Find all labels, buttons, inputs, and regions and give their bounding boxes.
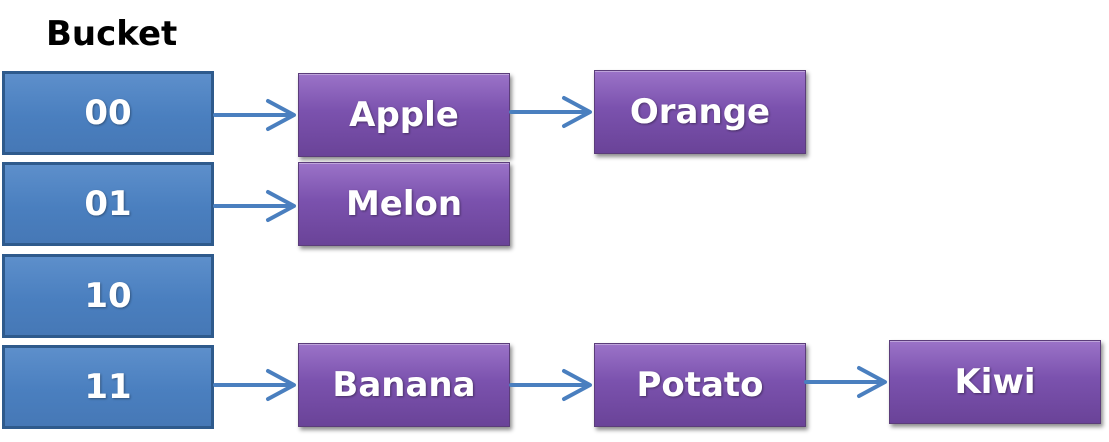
arrow-00-apple [213,99,296,131]
bucket-01: 01 [2,162,214,246]
arrow-apple-orange [509,96,592,128]
node-kiwi: Kiwi [889,340,1101,424]
bucket-00: 00 [2,71,214,155]
arrow-11-banana [213,369,296,401]
bucket-11: 11 [2,345,214,429]
node-orange: Orange [594,70,806,154]
node-melon: Melon [298,162,510,246]
node-apple: Apple [298,73,510,157]
node-banana: Banana [298,343,510,427]
bucket-10: 10 [2,254,214,338]
arrow-potato-kiwi [804,366,887,398]
arrow-banana-potato [509,369,592,401]
bucket-title: Bucket [46,14,178,54]
arrow-01-melon [213,190,296,222]
node-potato: Potato [594,343,806,427]
